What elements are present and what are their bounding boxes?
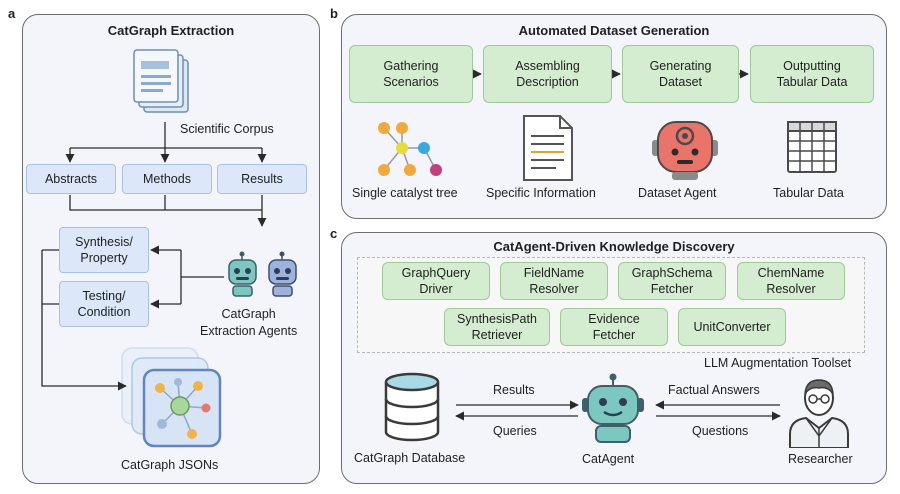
table-icon xyxy=(787,121,837,173)
step-gathering-scenarios: Gathering Scenarios xyxy=(349,45,473,103)
section-methods: Methods xyxy=(122,164,212,194)
tool-graphschema-fetcher: GraphSchema Fetcher xyxy=(618,262,726,300)
toolset-label: LLM Augmentation Toolset xyxy=(704,356,852,370)
researcher-label: Researcher xyxy=(788,452,853,466)
catalyst-tree-icon xyxy=(378,122,442,176)
catagent-robot-icon xyxy=(582,373,644,443)
answers-flow-label: Factual Answers xyxy=(668,383,760,397)
step-outputting-tabular-data: Outputting Tabular Data xyxy=(750,45,874,103)
tool-synthesispath-retriever: SynthesisPath Retriever xyxy=(444,308,550,346)
results-flow-label: Results xyxy=(493,383,535,397)
sections-merge-connector xyxy=(69,195,262,211)
researcher-icon xyxy=(789,379,849,448)
task-synthesis-property: Synthesis/ Property xyxy=(59,227,149,273)
queries-flow-label: Queries xyxy=(493,424,537,438)
extraction-agents-icon xyxy=(228,251,297,297)
document-icon xyxy=(523,115,573,181)
tool-chemname-resolver: ChemName Resolver xyxy=(737,262,845,300)
section-abstracts: Abstracts xyxy=(26,164,116,194)
panel-a-letter: a xyxy=(8,6,16,21)
item-catalyst-tree-label: Single catalyst tree xyxy=(352,186,458,200)
document-stack-icon xyxy=(133,49,189,113)
catgraph-json-icon xyxy=(121,347,222,448)
panel-b-letter: b xyxy=(330,6,338,21)
step-assembling-description: Assembling Description xyxy=(483,45,612,103)
dataset-agent-robot-icon xyxy=(652,121,718,180)
panel-a-title: CatGraph Extraction xyxy=(107,23,235,38)
database-label: CatGraph Database xyxy=(354,451,466,465)
item-tabular-data-label: Tabular Data xyxy=(773,186,844,200)
tool-graphquery-driver: GraphQuery Driver xyxy=(382,262,490,300)
item-specific-information-label: Specific Information xyxy=(486,186,596,200)
database-icon xyxy=(384,372,440,442)
extraction-agents-label: CatGraph Extraction Agents xyxy=(200,307,298,338)
section-results: Results xyxy=(217,164,307,194)
panel-b-title: Automated Dataset Generation xyxy=(518,23,710,38)
tasks-to-jsons-arrow xyxy=(41,250,127,391)
tool-unitconverter: UnitConverter xyxy=(678,308,786,346)
questions-flow-label: Questions xyxy=(692,424,749,438)
panel-c-letter: c xyxy=(330,226,338,241)
catgraph-jsons-label: CatGraph JSONs xyxy=(121,458,219,472)
task-testing-condition: Testing/ Condition xyxy=(59,281,149,327)
item-dataset-agent-label: Dataset Agent xyxy=(638,186,717,200)
panel-c-title: CatAgent-Driven Knowledge Discovery xyxy=(493,239,735,254)
catagent-label: CatAgent xyxy=(582,452,635,466)
step-generating-dataset: Generating Dataset xyxy=(622,45,739,103)
corpus-label: Scientific Corpus xyxy=(180,122,274,136)
tool-evidence-fetcher: Evidence Fetcher xyxy=(560,308,668,346)
tool-fieldname-resolver: FieldName Resolver xyxy=(500,262,608,300)
